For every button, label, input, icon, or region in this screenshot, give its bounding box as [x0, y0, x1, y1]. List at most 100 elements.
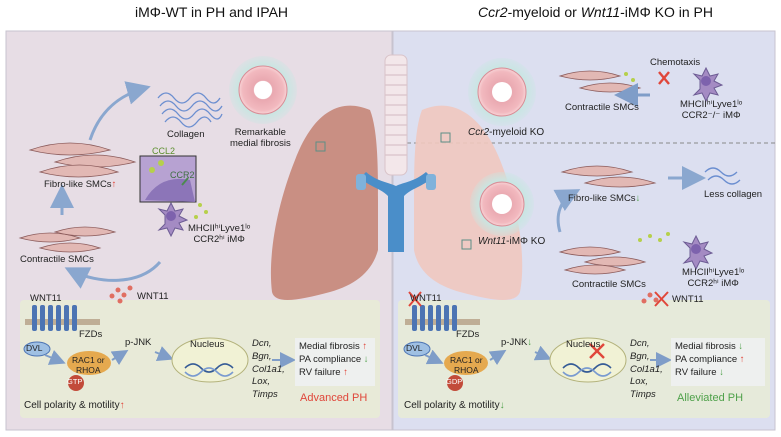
macrophage-right-top [692, 66, 724, 103]
right-title: Ccr2-myeloid or Wnt11-iMΦ KO in PH [478, 4, 713, 20]
down-arrow-icon: ↓ [527, 337, 533, 348]
rac1-line1: RAC1 or [72, 355, 105, 365]
macrophage-right-line1: MHCIIʰⁱLyve1ˡᵒ [682, 267, 745, 278]
up-arrow-icon: ↑ [343, 366, 348, 378]
dvl-right-label: DVL [406, 343, 423, 353]
left-lung [270, 105, 378, 300]
gene-lox-right: Lox, [630, 376, 648, 388]
outcome-compliance-right-text: PA compliance [675, 353, 738, 365]
wnt11-receptor-label: WNT11 [30, 293, 62, 304]
gene-bgn-right: Bgn, [630, 350, 650, 362]
fibro-smcs-right [560, 165, 657, 188]
cell-polarity-right: Cell polarity & motility↓ [404, 400, 505, 412]
down-arrow-icon: ↓ [738, 341, 744, 352]
cell-polarity-right-text: Cell polarity & motility [404, 400, 500, 411]
gene-lox: Lox, [252, 376, 270, 388]
outcome-compliance-left: PA compliance ↓ [299, 354, 369, 367]
outcome-rv-right: RV failure ↓ [675, 367, 745, 380]
remarkable-fibrosis-label: Remarkable medial fibrosis [230, 127, 291, 150]
fzds-label: FZDs [79, 329, 103, 340]
down-arrow-icon: ↓ [363, 353, 369, 365]
cell-polarity-left: Cell polarity & motility↑ [24, 400, 125, 412]
outcome-rv-right-text: RV failure [675, 366, 717, 378]
fibro-smcs-text: Fibro-like SMCs [44, 179, 112, 190]
macrophage-left-line1: MHCIIʰⁱLyve1ˡᵒ [188, 223, 251, 234]
rac1-right [444, 351, 488, 375]
outcome-fibrosis-left: Medial fibrosis ↑ [299, 341, 369, 354]
rac1-right-line2: RHOA [454, 364, 479, 375]
up-arrow-icon: ↑ [119, 400, 125, 411]
vessel-right-top [468, 58, 536, 126]
right-title-end: -iMΦ KO in PH [620, 4, 713, 20]
ccl2-dots-left [194, 203, 208, 219]
collagen-fibers [157, 92, 223, 128]
outcome-fibrosis-text: Medial fibrosis [299, 341, 360, 352]
wnt11-label: WNT11 [137, 291, 169, 302]
contractile-smcs-top-label: Contractile SMCs [565, 102, 639, 113]
nucleus-right-label: Nucleus [566, 339, 601, 350]
rac1-line2: RHOA [76, 364, 101, 375]
gene-timps: Timps [252, 389, 278, 401]
gene-bgn: Bgn, [252, 350, 272, 362]
macrophage-left-line2: CCR2ʰⁱ iMΦ [193, 233, 245, 245]
gdp-right [447, 375, 463, 391]
up-arrow-icon: ↑ [362, 341, 368, 352]
wnt11-right-label: WNT11 [672, 294, 704, 305]
gene-list-left: Dcn, Bgn, Col1a1, Lox, Timps [252, 338, 285, 402]
vessel-right-bottom [470, 172, 534, 236]
right-lung-marker-top [440, 132, 451, 143]
macrophage-top-line1: MHCIIʰⁱLyve1ˡᵒ [680, 99, 743, 110]
less-collagen-fibers [704, 167, 741, 185]
collagen-label: Collagen [167, 129, 205, 140]
macrophage-top-line2: CCR2⁻/⁻ iMΦ [681, 109, 741, 121]
down-arrow-icon: ↓ [499, 400, 505, 411]
outcome-box-right [671, 338, 765, 386]
gtp-left [68, 375, 84, 391]
gene-col1a1-right: Col1a1, [630, 363, 663, 375]
down-arrow-icon: ↓ [719, 366, 724, 378]
rac1-right-line1: RAC1 or [450, 355, 483, 365]
down-arrow-icon: ↓ [635, 193, 641, 204]
ccr2-ko-rest: -myeloid KO [489, 127, 545, 138]
fibro-smcs-right-label: Fibro-like SMCs↓ [568, 193, 641, 205]
outcome-fibrosis-right-text: Medial fibrosis [675, 341, 736, 352]
pjnk-right-label: p-JNK↓ [501, 337, 533, 349]
wnt11-dots-left [109, 285, 133, 304]
nucleus-right [549, 337, 627, 383]
remarkable-line1: Remarkable [234, 127, 286, 138]
wnt11-ko-gene: Wnt11 [478, 236, 507, 247]
fzd-receptors-left [32, 305, 77, 331]
macrophage-right [682, 234, 714, 271]
wnt11-ko-rest: -iMΦ KO [506, 236, 546, 247]
macrophage-left-label: MHCIIʰⁱLyve1ˡᵒ CCR2ʰⁱ iMΦ [188, 223, 251, 246]
gene-dcn-right: Dcn, [630, 338, 650, 349]
macrophage-right-line2: CCR2ʰⁱ iMΦ [687, 277, 739, 289]
up-arrow-icon: ↑ [739, 353, 745, 365]
dvl-right [403, 341, 431, 357]
nucleus-label: Nucleus [190, 339, 225, 350]
right-lung [414, 105, 523, 300]
pjnk-right-text: p-JNK [501, 337, 528, 348]
outcomes-right: Medial fibrosis ↓ PA compliance ↑ RV fai… [675, 341, 745, 379]
wnt11-ko-label: Wnt11-iMΦ KO [478, 236, 545, 248]
dvl-label: DVL [26, 343, 43, 353]
outcome-rv-left: RV failure ↑ [299, 367, 369, 380]
outcome-fibrosis-right: Medial fibrosis ↓ [675, 341, 745, 354]
up-arrow-icon: ↑ [111, 179, 117, 190]
macrophage-right-label: MHCIIʰⁱLyve1ˡᵒ CCR2ʰⁱ iMΦ [682, 267, 745, 290]
pulmonary-artery [360, 172, 432, 252]
left-lung-marker [315, 141, 326, 152]
macrophage-right-top-label: MHCIIʰⁱLyve1ˡᵒ CCR2⁻/⁻ iMΦ [680, 99, 743, 122]
ccr2-label: CCR2 [170, 170, 195, 180]
pjnk-label: p-JNK [125, 337, 152, 348]
less-collagen-label: Less collagen [704, 189, 763, 200]
gene-timps-right: Timps [630, 389, 656, 401]
dvl-left [23, 341, 51, 357]
cell-polarity-text: Cell polarity & motility [24, 400, 120, 411]
fzds-right-label: FZDs [456, 329, 480, 340]
nucleus-left [171, 337, 249, 383]
gtp-label: GTP [67, 377, 83, 386]
ccl2-label: CCL2 [152, 146, 176, 156]
gene-dcn: Dcn, [252, 338, 272, 349]
